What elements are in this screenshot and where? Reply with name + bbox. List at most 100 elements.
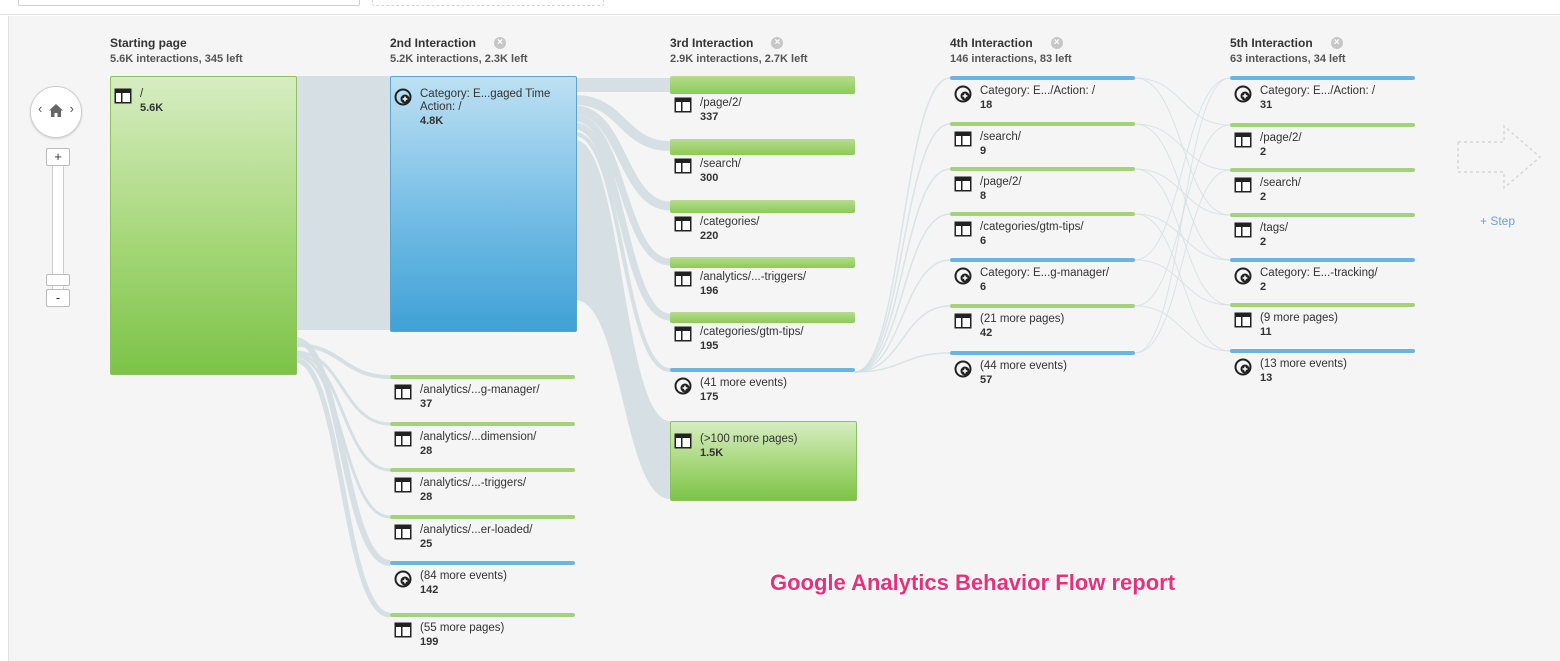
node-bar[interactable]: [950, 304, 1135, 308]
node-bar[interactable]: [390, 422, 575, 426]
flow-c3-to-c4-6[interactable]: [854, 352, 951, 373]
node-c5-2[interactable]: /search/2: [1230, 168, 1415, 212]
node-c2-1[interactable]: /analytics/...g-manager/37: [390, 375, 575, 419]
node-c4-4[interactable]: Category: E...g-manager/6: [950, 258, 1135, 302]
node-bar[interactable]: [390, 468, 575, 472]
flow-c3-to-c4-0[interactable]: [854, 77, 951, 373]
node-bar[interactable]: [390, 515, 575, 519]
close-icon[interactable]: ×: [494, 37, 507, 49]
zoom-slider-handle[interactable]: [46, 274, 70, 286]
node-c3-3[interactable]: /analytics/...-triggers/196: [670, 257, 855, 308]
node-c5-6[interactable]: (13 more events)13: [1230, 349, 1415, 393]
node-bar[interactable]: [670, 368, 855, 372]
add-segment-box[interactable]: [372, 0, 604, 6]
node-c5-1[interactable]: /page/2/2: [1230, 123, 1415, 167]
pan-left-icon[interactable]: ‹: [38, 101, 43, 116]
node-bar[interactable]: [1230, 303, 1415, 307]
node-c5-5[interactable]: (9 more pages)11: [1230, 303, 1415, 347]
flow-c2-to-c3-1[interactable]: [574, 95, 671, 151]
flow-start-to-c2-3[interactable]: [294, 352, 391, 472]
flow-c2-to-c3-0[interactable]: [575, 78, 670, 92]
node-bar[interactable]: [670, 257, 855, 268]
node-c3-4[interactable]: /categories/gtm-tips/195: [670, 312, 855, 363]
flow-c4-to-c5-a2[interactable]: [1134, 168, 1231, 216]
node-c5-3[interactable]: /tags/2: [1230, 213, 1415, 257]
node-c4-3[interactable]: /categories/gtm-tips/6: [950, 212, 1135, 256]
node-bar[interactable]: [1230, 349, 1415, 353]
node-bar[interactable]: [670, 76, 855, 94]
node-c5-0[interactable]: Category: E.../Action: /31: [1230, 76, 1415, 120]
node-bar[interactable]: [670, 312, 855, 323]
node-bar[interactable]: [950, 258, 1135, 262]
node-bar[interactable]: [390, 613, 575, 617]
node-c4-5[interactable]: (21 more pages)42: [950, 304, 1135, 348]
flow-c2-to-c3-3[interactable]: [574, 114, 671, 266]
flow-start-to-c2-4[interactable]: [294, 354, 391, 519]
node-c4-1[interactable]: /search/9: [950, 122, 1135, 166]
flow-start-to-c2-2[interactable]: [294, 350, 391, 426]
flow-c4-to-c5-a1[interactable]: [1134, 123, 1231, 171]
node-bar[interactable]: [670, 139, 855, 155]
node-c4-0[interactable]: Category: E.../Action: /18: [950, 76, 1135, 120]
node-c2-6[interactable]: (55 more pages)199: [390, 613, 575, 657]
segment-input[interactable]: [18, 0, 360, 6]
node-c5-4[interactable]: Category: E...-tracking/2: [1230, 258, 1415, 302]
node-bar[interactable]: [1230, 76, 1415, 80]
add-step-link[interactable]: + Step: [1480, 214, 1516, 228]
node-start[interactable]: /5.6K: [110, 76, 297, 413]
flow-c4-to-c5-a5[interactable]: [1134, 305, 1231, 352]
node-c4-2[interactable]: /page/2/8: [950, 167, 1135, 211]
flow-c4-to-c5-a0[interactable]: [1134, 77, 1231, 126]
node-bar[interactable]: [390, 561, 575, 565]
flow-start-to-c2-6[interactable]: [294, 357, 391, 618]
node-bar[interactable]: [390, 76, 577, 332]
next-step-arrow-icon[interactable]: [1456, 124, 1542, 190]
node-c2-2[interactable]: /analytics/...dimension/28: [390, 422, 575, 466]
node-c3-2[interactable]: /categories/220: [670, 200, 855, 253]
node-c2-3[interactable]: /analytics/...-triggers/28: [390, 468, 575, 512]
node-c3-0[interactable]: /page/2/337: [670, 76, 855, 134]
node-c4-6[interactable]: (44 more events)57: [950, 351, 1135, 395]
flow-c3-to-c4-5[interactable]: [854, 305, 951, 373]
node-bar[interactable]: [950, 351, 1135, 355]
node-bar[interactable]: [670, 200, 855, 213]
flow-c4-to-c5-a3[interactable]: [1134, 213, 1231, 261]
node-c3-6[interactable]: (>100 more pages)1.5K: [670, 421, 857, 539]
node-bar[interactable]: [670, 421, 857, 501]
node-bar[interactable]: [1230, 168, 1415, 172]
flow-c3-to-c4-2[interactable]: [854, 168, 951, 373]
close-icon[interactable]: ×: [1330, 37, 1343, 49]
zoom-in-button[interactable]: +: [46, 148, 70, 166]
flow-c4-to-c5-b6[interactable]: [1134, 169, 1231, 354]
flow-start-to-c2-0[interactable]: [295, 76, 390, 330]
node-bar[interactable]: [950, 76, 1135, 80]
flow-c2-to-c3-5[interactable]: [574, 132, 671, 372]
flow-c3-to-c4-3[interactable]: [854, 213, 951, 373]
node-bar[interactable]: [390, 375, 575, 379]
node-bar[interactable]: [1230, 123, 1415, 127]
flow-c4-to-c5-a4[interactable]: [1134, 259, 1231, 306]
close-icon[interactable]: ×: [1050, 37, 1063, 49]
flow-c3-to-c4-1[interactable]: [854, 123, 951, 373]
node-bar[interactable]: [1230, 213, 1415, 217]
flow-c4-to-c5-a6[interactable]: [1134, 77, 1231, 354]
zoom-out-button[interactable]: -: [46, 289, 70, 307]
flow-c4-to-c5-b4[interactable]: [1134, 77, 1231, 261]
node-bar[interactable]: [110, 76, 297, 375]
flow-c2-to-c3-4[interactable]: [574, 122, 671, 321]
flow-start-to-c2-5[interactable]: [294, 337, 391, 566]
node-bar[interactable]: [950, 212, 1135, 216]
node-c3-5[interactable]: (41 more events)175: [670, 368, 855, 412]
home-icon[interactable]: [47, 102, 65, 120]
node-c2-5[interactable]: (84 more events)142: [390, 561, 575, 605]
node-bar[interactable]: [950, 122, 1135, 126]
pan-control[interactable]: ‹ ›: [30, 86, 82, 138]
close-icon[interactable]: ×: [771, 37, 784, 49]
node-c3-1[interactable]: /search/300: [670, 139, 855, 195]
node-bar[interactable]: [950, 167, 1135, 171]
flow-c3-to-c4-4[interactable]: [854, 259, 951, 373]
flow-c2-to-c3-2[interactable]: [574, 105, 671, 211]
pan-right-icon[interactable]: ›: [69, 101, 74, 116]
zoom-slider-track[interactable]: [52, 160, 64, 290]
